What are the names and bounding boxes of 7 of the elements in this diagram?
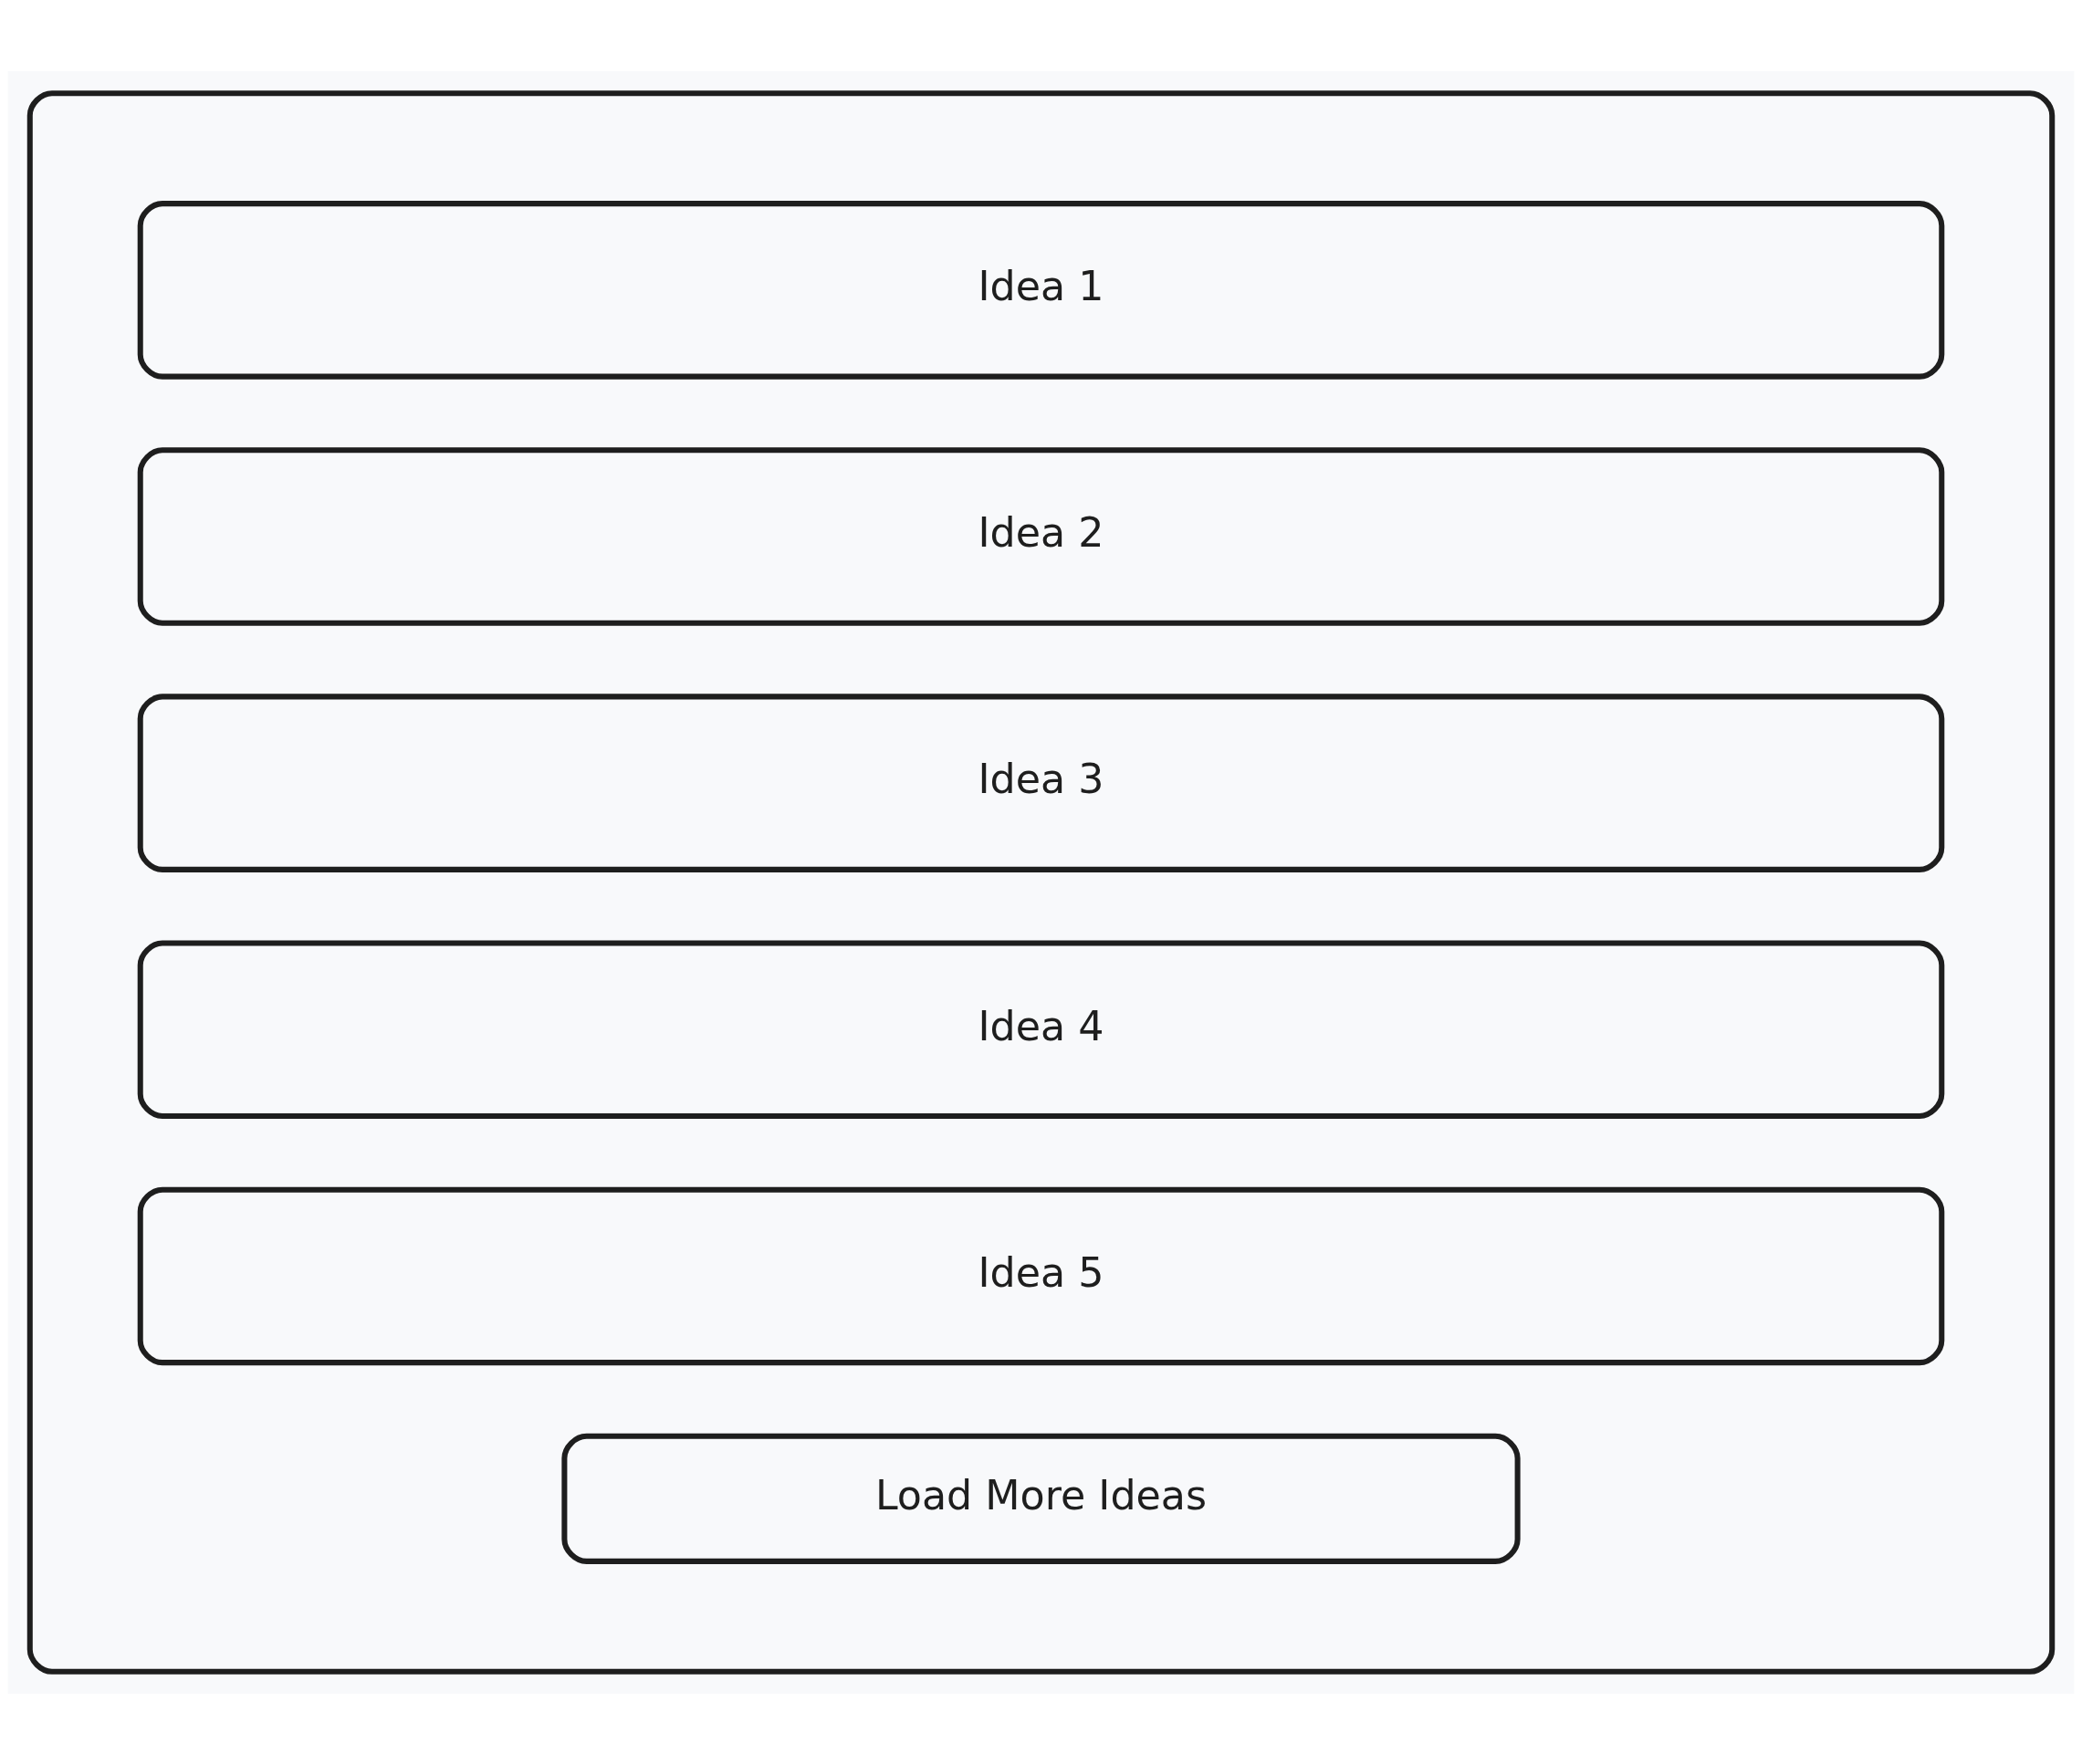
node-box: Idea 1 — [137, 200, 1945, 380]
node-box: Load More Ideas — [561, 1433, 1521, 1564]
node-box: Idea 5 — [137, 1186, 1945, 1365]
node-box: Idea 3 — [137, 693, 1945, 872]
cluster — [26, 89, 2056, 1675]
node-box: Idea 4 — [137, 940, 1945, 1119]
node-box: Idea 2 — [137, 446, 1945, 626]
